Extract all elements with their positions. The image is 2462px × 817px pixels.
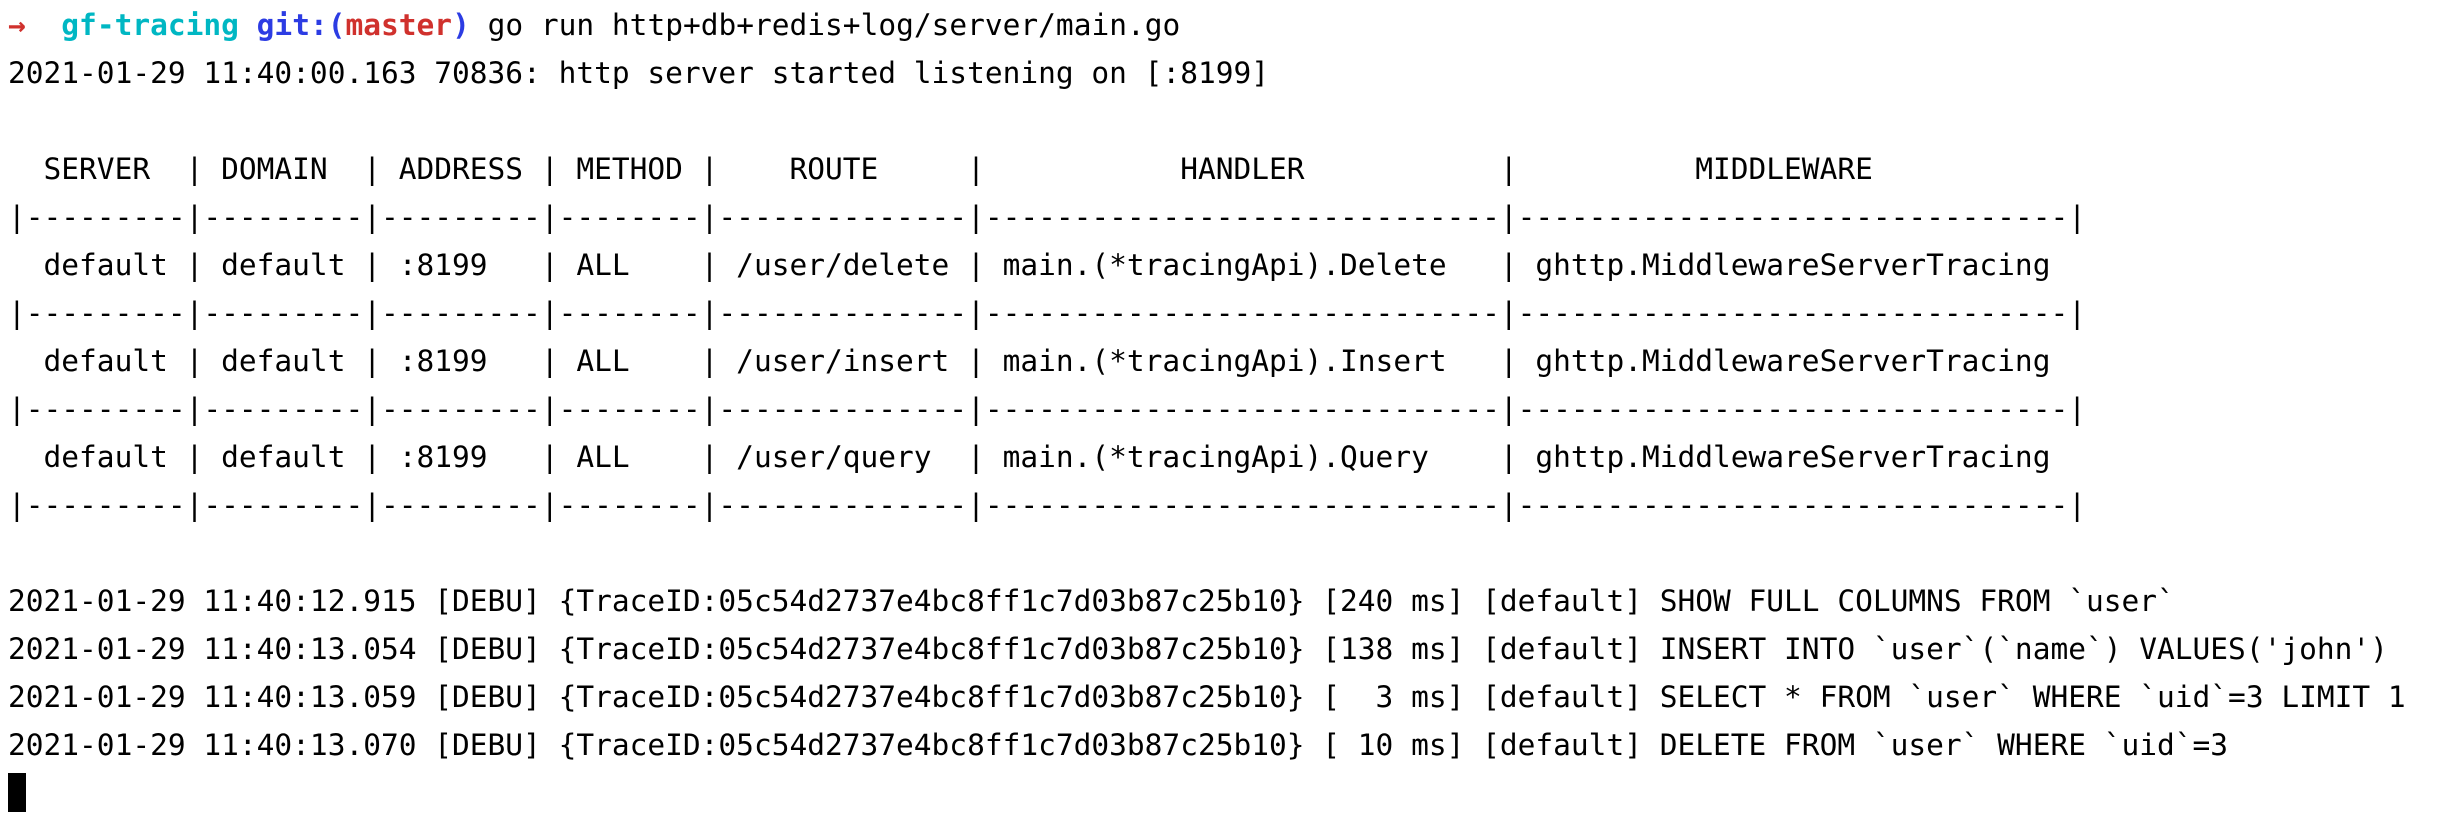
server-startup-log: 2021-01-29 11:40:00.163 70836: http serv…	[8, 56, 1269, 90]
route-table-row: default | default | :8199 | ALL | /user/…	[8, 248, 2051, 282]
prompt-line: → gf-tracing git:(master) go run http+db…	[8, 1, 2462, 49]
sql-log-line: 2021-01-29 11:40:13.054 [DEBU] {TraceID:…	[8, 632, 2388, 666]
blank-line	[8, 97, 2462, 145]
prompt-spacer	[239, 8, 257, 42]
git-prompt-close: )	[452, 8, 470, 42]
sql-log-line: 2021-01-29 11:40:13.059 [DEBU] {TraceID:…	[8, 680, 2406, 714]
prompt-arrow-icon: →	[8, 8, 26, 42]
route-table-row: default | default | :8199 | ALL | /user/…	[8, 344, 2051, 378]
route-table-separator: |---------|---------|---------|--------|…	[8, 488, 2086, 522]
command-text: go run http+db+redis+log/server/main.go	[487, 8, 1181, 42]
terminal-cursor	[8, 773, 26, 812]
prompt-directory: gf-tracing	[61, 8, 239, 42]
sql-log-line: 2021-01-29 11:40:13.070 [DEBU] {TraceID:…	[8, 728, 2229, 762]
blank-line	[8, 529, 2462, 577]
route-table-row: default | default | :8199 | ALL | /user/…	[8, 440, 2051, 474]
cursor-line	[8, 769, 2462, 817]
git-branch-name: master	[345, 8, 453, 42]
route-table-separator: |---------|---------|---------|--------|…	[8, 296, 2086, 330]
git-prompt-open: git:(	[256, 8, 346, 42]
sql-log-line: 2021-01-29 11:40:12.915 [DEBU] {TraceID:…	[8, 584, 2175, 618]
route-table-header: SERVER | DOMAIN | ADDRESS | METHOD | ROU…	[8, 152, 1873, 186]
prompt-spacer	[470, 8, 488, 42]
prompt-spacer	[26, 8, 62, 42]
route-table-separator: |---------|---------|---------|--------|…	[8, 392, 2086, 426]
route-table-separator: |---------|---------|---------|--------|…	[8, 200, 2086, 234]
